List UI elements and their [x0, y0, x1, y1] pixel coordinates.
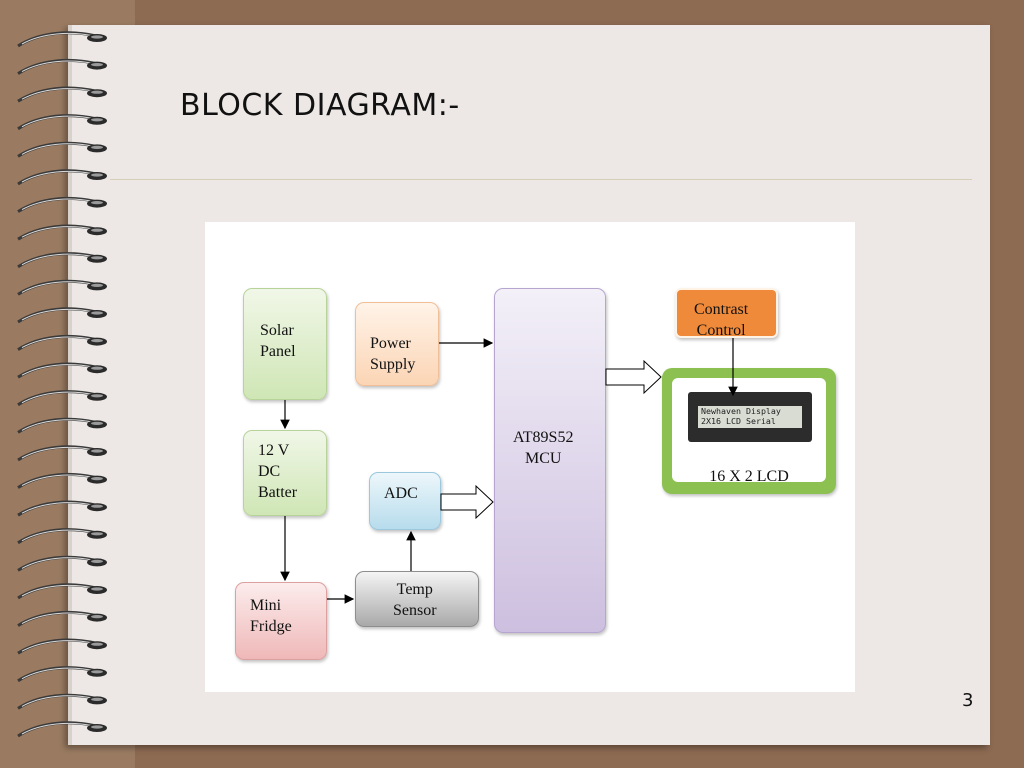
spiral-hole-shine — [91, 532, 103, 536]
spiral-hole-shine — [91, 339, 103, 343]
spiral-hole-shine — [91, 173, 103, 177]
spiral-hole-shine — [91, 394, 103, 398]
temp-sensor-block: Temp Sensor — [355, 571, 479, 627]
solar-panel-block: Solar Panel — [243, 288, 327, 400]
solar-panel-label: Solar Panel — [260, 322, 296, 360]
spiral-hole-shine — [91, 201, 103, 205]
spiral-hole-shine — [91, 256, 103, 260]
spiral-hole-shine — [91, 421, 103, 425]
contrast-control-label: Contrast Control — [694, 301, 749, 338]
temp-sensor-label: Temp Sensor — [393, 581, 437, 619]
slide-title: BLOCK DIAGRAM:- — [180, 88, 460, 123]
mcu-block: AT89S52 MCU — [494, 288, 606, 633]
spiral-hole-shine — [91, 311, 103, 315]
title-divider — [110, 179, 972, 180]
spiral-hole-shine — [91, 145, 103, 149]
battery-block: 12 V DC Batter — [243, 430, 327, 516]
spiral-ring-highlight — [21, 115, 95, 128]
spiral-ring-highlight — [21, 557, 95, 569]
spiral-ring-highlight — [21, 502, 95, 514]
spiral-hole-shine — [91, 559, 103, 564]
spiral-hole-shine — [91, 670, 103, 674]
spiral-ring-highlight — [21, 529, 95, 542]
spiral-ring-highlight — [21, 584, 95, 597]
spiral-binding — [17, 31, 107, 738]
power-supply-label: Power Supply — [370, 335, 416, 373]
lcd-image: Newhaven Display 2X16 LCD Serial 16 X 2 … — [672, 378, 826, 482]
spiral-ring-highlight — [21, 198, 95, 211]
spiral-ring-highlight — [21, 336, 95, 349]
lcd-screen-line-2: 2X16 LCD Serial — [701, 416, 776, 426]
spiral-ring-highlight — [21, 364, 95, 376]
spiral-hole-shine — [91, 118, 103, 122]
spiral-hole-shine — [91, 642, 103, 646]
spiral-ring-highlight — [21, 612, 95, 625]
page-number: 3 — [962, 690, 974, 711]
spiral-ring-highlight — [21, 170, 95, 183]
spiral-hole-shine — [91, 283, 103, 287]
spiral-ring-highlight — [21, 640, 95, 652]
spiral-ring-highlight — [21, 143, 95, 155]
spiral-ring-highlight — [21, 391, 95, 404]
spiral-ring-highlight — [21, 226, 95, 238]
spiral-hole-shine — [91, 587, 103, 591]
spiral-hole-shine — [91, 449, 103, 453]
spiral-hole-shine — [91, 725, 103, 729]
spiral-ring-highlight — [21, 695, 95, 707]
lcd-module: Newhaven Display 2X16 LCD Serial — [688, 392, 812, 442]
spiral-hole-shine — [91, 366, 103, 370]
spiral-ring-highlight — [21, 722, 95, 735]
lcd-caption: 16 X 2 LCD — [709, 468, 789, 482]
spiral-ring-highlight — [21, 474, 95, 487]
spiral-hole-shine — [91, 228, 103, 232]
adc-block: ADC — [369, 472, 441, 530]
power-supply-block: Power Supply — [355, 302, 439, 386]
spiral-ring-highlight — [21, 446, 95, 459]
spiral-hole-shine — [91, 90, 103, 94]
spiral-hole-shine — [91, 697, 103, 702]
spiral-hole-shine — [91, 35, 103, 39]
spiral-ring-highlight — [21, 32, 95, 45]
spiral-ring-highlight — [21, 667, 95, 680]
mini-fridge-label: Mini Fridge — [250, 597, 292, 635]
spiral-ring-highlight — [21, 281, 95, 293]
lcd-screen-line-1: Newhaven Display — [701, 406, 781, 416]
spiral-hole-shine — [91, 63, 103, 67]
spiral-hole-shine — [91, 615, 103, 619]
spiral-ring-highlight — [21, 253, 95, 266]
spiral-ring-highlight — [21, 308, 95, 321]
spiral-hole-shine — [91, 504, 103, 508]
mcu-label: AT89S52 MCU — [513, 429, 574, 467]
spiral-hole-shine — [91, 477, 103, 481]
spiral-ring-highlight — [21, 419, 95, 431]
spiral-ring-highlight — [21, 88, 95, 100]
contrast-control-block: Contrast Control — [675, 288, 778, 338]
spiral-ring-highlight — [21, 60, 95, 73]
lcd-display-block: Newhaven Display 2X16 LCD Serial 16 X 2 … — [662, 368, 836, 494]
mini-fridge-block: Mini Fridge — [235, 582, 327, 660]
page-edge — [68, 25, 72, 745]
battery-label: 12 V DC Batter — [258, 442, 298, 501]
lcd-screen: Newhaven Display 2X16 LCD Serial — [698, 406, 802, 428]
adc-label: ADC — [384, 485, 418, 502]
